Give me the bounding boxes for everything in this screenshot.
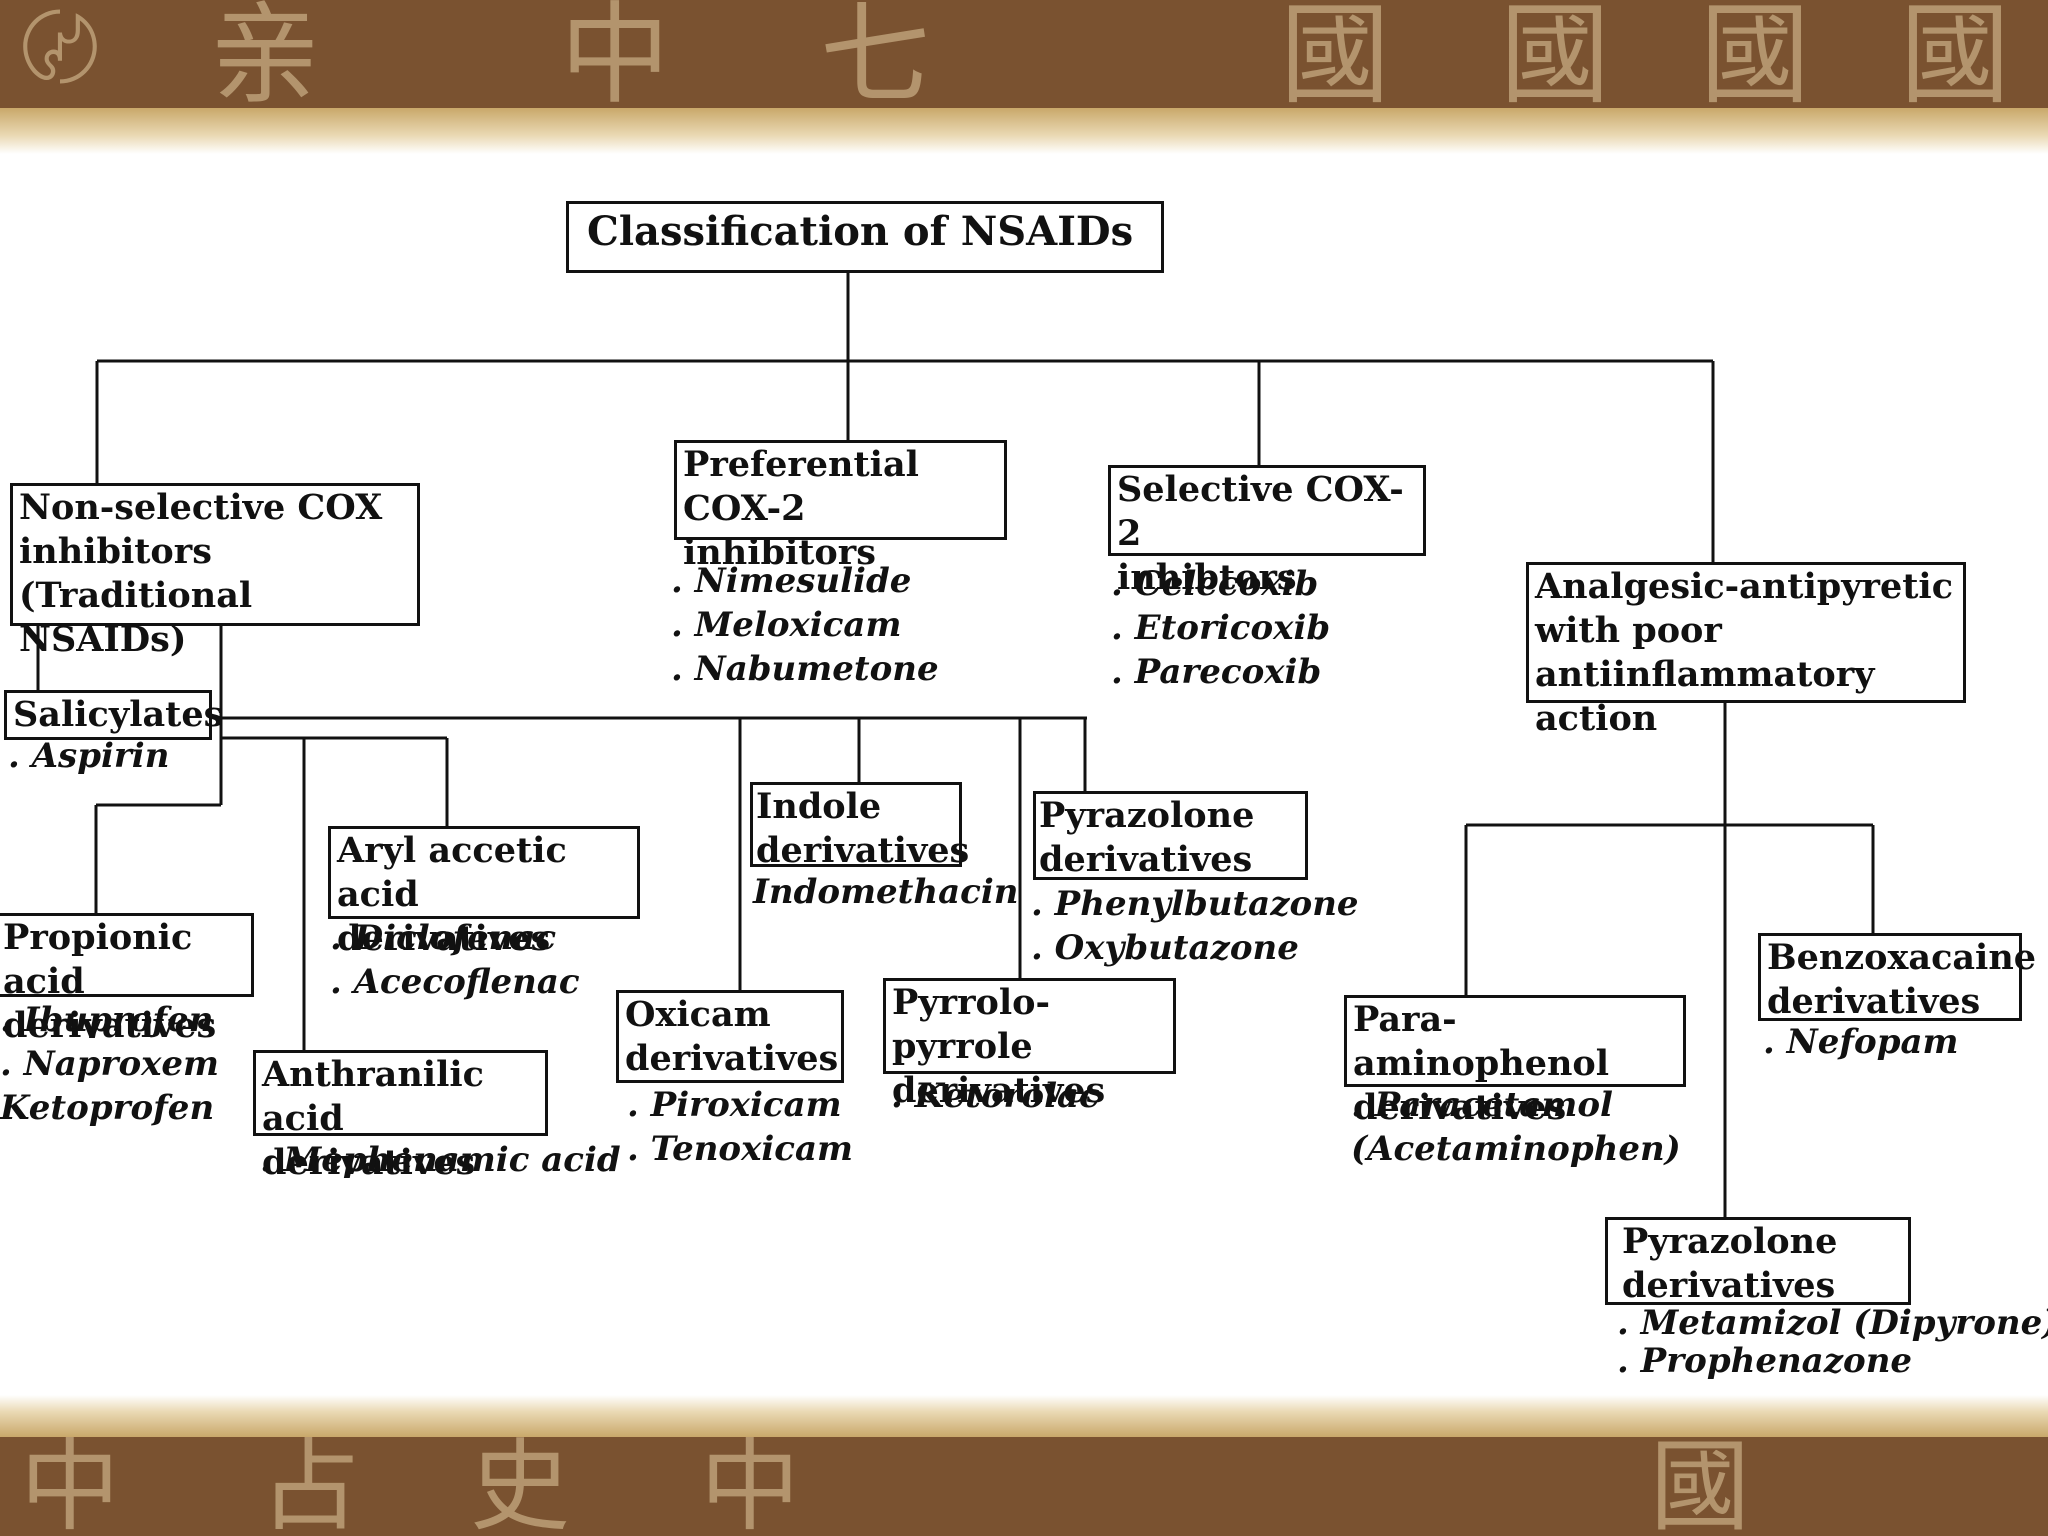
analgesic-antipyretic-box: Analgesic-antipyretic with poor antiinfl… [1526,562,1966,739]
aryl-acetic-acid-items: . Diclofenac . Acecoflenac [330,916,580,1004]
para-aminophenol-box: Para-aminophenol derivatives [1344,995,1686,1128]
calligraphy-decoration: 國 [1700,0,1810,108]
anthranilic-acid-items: . Mephenamic acid [260,1138,621,1182]
drug-item: . Ibuprofen [0,1000,214,1040]
benzoxacaine-items: . Nefopam [1763,1020,1958,1064]
salicylates-items: . Aspirin [8,734,169,778]
anthranilic-acid-box: Anthranilic acid derivatives [253,1050,548,1183]
selective-cox2-box: Selective COX-2 inhibtors [1108,465,1426,598]
top-gold-band [0,108,2048,154]
calligraphy-decoration: 中 [700,1437,800,1536]
top-banner: 〄 亲 中 七 國 國 國 國 [0,0,2048,108]
drug-item: . Acecoflenac [330,962,580,1002]
drug-item: . Nabumetone [671,649,939,689]
pyrazolone-analgesic-items: . Metamizol (Dipyrone) . Prophenazone [1617,1304,2048,1380]
propionic-acid-items: . Ibuprofen . Naproxem Ketoprofen [0,998,219,1130]
calligraphy-decoration: 國 [1500,0,1610,108]
drug-item: . Ketorolac [891,1076,1100,1116]
drug-item: . Mephenamic acid [260,1140,621,1180]
aryl-acetic-acid-box: Aryl accetic acid derivatives [328,826,640,959]
bottom-gold-band [0,1395,2048,1437]
drug-item: . Tenoxicam [627,1129,853,1169]
calligraphy-decoration: 中 [560,0,670,108]
pyrazolone-analgesic-box: Pyrazolone derivatives [1605,1217,1911,1306]
pyrrolo-pyrrole-box: Pyrrolo-pyrrole derivatives [883,978,1176,1111]
salicylates-box: Salicylates [4,690,223,740]
drug-item: . Prophenazone [1617,1341,1913,1381]
drug-item: . Phenylbutazone [1031,884,1359,924]
drug-item: . Aspirin [8,736,170,776]
oxicam-items: . Piroxicam . Tenoxicam [627,1083,853,1171]
drug-item: . Nefopam [1763,1022,1959,1062]
drug-item: (Acetaminophen) [1351,1129,1681,1169]
benzoxacaine-box: Benzoxacaine derivatives [1758,933,2036,1022]
pyrazolone-items: . Phenylbutazone . Oxybutazone [1031,882,1359,970]
drug-item: . Metamizol (Dipyrone) [1617,1303,2048,1343]
drug-item: . Piroxicam [627,1085,842,1125]
calligraphy-decoration: 國 [1650,1437,1750,1536]
diagram-title: Classification of NSAIDs [566,201,1164,273]
calligraphy-decoration: 國 [1900,0,2010,108]
drug-item: . Diclofenac [330,918,557,958]
calligraphy-decoration: 國 [1280,0,1390,108]
para-aminophenol-items: . Paracetamol (Acetaminophen) [1351,1083,1681,1171]
non-selective-cox-box: Non-selective COX inhibitors (Traditiona… [10,483,420,660]
preferential-cox2-items: . Nimesulide . Meloxicam . Nabumetone [671,559,939,691]
drug-item: . Celecoxib [1111,564,1319,604]
bottom-banner: 中 占 史 中 國 [0,1437,2048,1536]
pyrazolone-box: Pyrazolone derivatives [1033,791,1308,880]
drug-item: . Parecoxib [1111,652,1322,692]
drug-item: . Oxybutazone [1031,928,1299,968]
calligraphy-decoration: 史 [470,1437,570,1536]
drug-item: . Nimesulide [671,561,912,601]
drug-item: . Etoricoxib [1111,608,1331,648]
preferential-cox2-box: Preferential COX-2 inhibitors [674,440,1007,573]
calligraphy-decoration: 亲 [210,0,320,108]
indole-box: Indole derivatives [750,782,969,871]
drug-item: . Meloxicam [671,605,902,645]
pyrrolo-pyrrole-items: . Ketorolac [891,1074,1100,1118]
drug-item: Ketoprofen [0,1088,215,1128]
oxicam-box: Oxicam derivatives [616,990,844,1083]
drug-item: . Naproxem [0,1044,220,1084]
drug-item: Indomethacin [753,872,1019,912]
propionic-acid-box: Propionic acid derivatives [0,913,254,1046]
calligraphy-decoration: 占 [260,1437,360,1536]
indole-items: Indomethacin [753,870,1018,914]
calligraphy-decoration: 七 [820,0,930,108]
calligraphy-decoration: 中 [20,1437,120,1536]
calligraphy-decoration: 〄 [20,3,100,96]
drug-item: . Paracetamol [1351,1085,1613,1125]
selective-cox2-items: . Celecoxib . Etoricoxib . Parecoxib [1111,562,1330,694]
